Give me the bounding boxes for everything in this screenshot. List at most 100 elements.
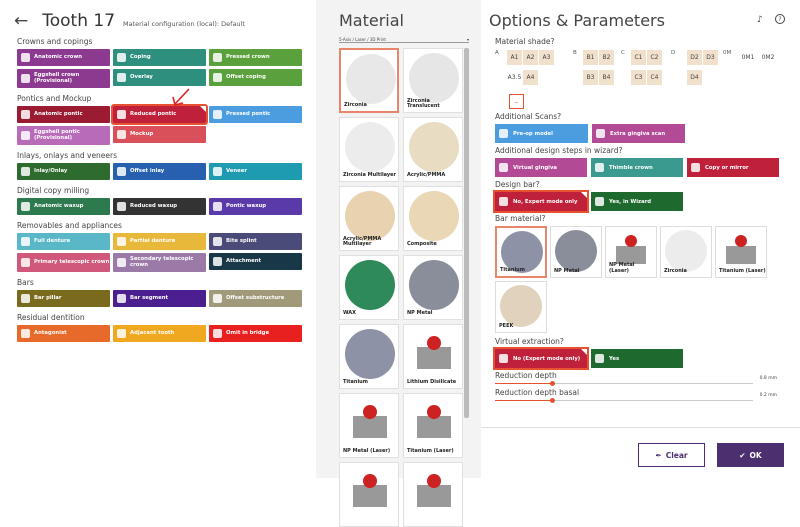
- material-swatch-icon: [345, 398, 395, 448]
- material-tile-zirconia[interactable]: Zirconia: [339, 48, 399, 113]
- indication-pressed-pontic-button[interactable]: Pressed pontic: [209, 106, 302, 123]
- material-swatch-icon: [346, 54, 396, 104]
- shade-b2[interactable]: B2: [599, 50, 614, 65]
- material-label: WAX: [343, 309, 357, 316]
- material-tile-zirconia-multilayer[interactable]: Zirconia Multilayer: [339, 117, 399, 182]
- virtual-gingiva-button[interactable]: Virtual gingiva: [495, 158, 587, 177]
- no-expert-mode-only-button[interactable]: No, Expert mode only: [493, 190, 589, 213]
- shade-c3[interactable]: C3: [631, 70, 646, 85]
- indication-primary-telescopic-crown-button[interactable]: Primary telescopic crown: [17, 253, 110, 272]
- indication-bar-pillar-button[interactable]: Bar pillar: [17, 290, 110, 307]
- indication-label: Antagonist: [34, 329, 67, 336]
- shade-a2[interactable]: A2: [523, 50, 538, 65]
- copy-or-mirror-button[interactable]: Copy or mirror: [687, 158, 779, 177]
- material-tile-more[interactable]: [403, 462, 463, 527]
- ok-button[interactable]: ✔ OK: [717, 443, 784, 467]
- material-tile-lithium-disilicate[interactable]: Lithium Disilicate: [403, 324, 463, 389]
- shade-0m1[interactable]: 0M1: [741, 54, 755, 61]
- shade-b3[interactable]: B3: [583, 70, 598, 85]
- material-panel: Material 5-Axis / Laser / 3D Print ▾ Zir…: [331, 0, 474, 527]
- shade-d2[interactable]: D2: [687, 50, 702, 65]
- no-expert-mode-only-button[interactable]: No (Expert mode only): [493, 347, 589, 370]
- indication-label: Adjacent tooth: [130, 329, 175, 336]
- indication-omit-in-bridge-button[interactable]: Omit in bridge: [209, 325, 302, 342]
- clear-button[interactable]: ✒ Clear: [638, 443, 705, 467]
- shade-b1[interactable]: B1: [583, 50, 598, 65]
- indication-label: Pressed pontic: [226, 110, 271, 117]
- pre-op-model-button[interactable]: Pre-op model: [495, 124, 588, 143]
- help-icon[interactable]: ?: [775, 14, 785, 24]
- indication-veneer-button[interactable]: Veneer: [209, 163, 302, 180]
- page-title: Tooth 17: [42, 11, 116, 31]
- shade-0m2[interactable]: 0M2: [761, 54, 775, 61]
- extra-gingiva-scan-button[interactable]: Extra gingiva scan: [592, 124, 685, 143]
- indication-mockup-button[interactable]: Mockup: [113, 126, 206, 143]
- shade-d3[interactable]: D3: [703, 50, 718, 65]
- indication-anatomic-pontic-button[interactable]: Anatomic pontic: [17, 106, 110, 123]
- material-tile-titanium[interactable]: Titanium: [339, 324, 399, 389]
- material-tile-more[interactable]: [339, 462, 399, 527]
- indication-inlay-onlay-button[interactable]: Inlay/Onlay: [17, 163, 110, 180]
- material-tile-composite[interactable]: Composite: [403, 186, 463, 251]
- indication-coping-button[interactable]: Coping: [113, 49, 206, 66]
- indication-anatomic-crown-button[interactable]: Anatomic crown: [17, 49, 110, 66]
- indication-reduced-waxup-button[interactable]: Reduced waxup: [113, 198, 206, 215]
- material-dropdown[interactable]: 5-Axis / Laser / 3D Print ▾: [339, 36, 469, 43]
- shade-b4[interactable]: B4: [599, 70, 614, 85]
- material-tile-acrylic-pmma-multilayer[interactable]: Acrylic/PMMA Multilayer: [339, 186, 399, 251]
- indication-bite-splint-button[interactable]: Bite splint: [209, 233, 302, 250]
- shade-c1[interactable]: C1: [631, 50, 646, 65]
- shade-a4[interactable]: A4: [523, 70, 538, 85]
- yes-button[interactable]: Yes: [591, 349, 683, 368]
- material-tile-zirconia-translucent[interactable]: Zirconia Translucent: [403, 48, 463, 113]
- bar-tile-np-metal[interactable]: NP Metal: [550, 226, 602, 278]
- shade-a3[interactable]: A3: [539, 50, 554, 65]
- bar-tile-np-metal-laser[interactable]: NP Metal (Laser): [605, 226, 657, 278]
- bar-tile-zirconia[interactable]: Zirconia: [660, 226, 712, 278]
- shade-none-button[interactable]: –: [509, 94, 524, 109]
- indication-bar-segment-button[interactable]: Bar segment: [113, 290, 206, 307]
- indication-secondary-telescopic-crown-button[interactable]: Secondary telescopic crown: [113, 253, 206, 272]
- tooth-icon: [21, 329, 30, 338]
- indication-attachment-button[interactable]: Attachment: [209, 253, 302, 270]
- material-tile-acrylic-pmma[interactable]: Acrylic/PMMA: [403, 117, 463, 182]
- back-arrow-icon[interactable]: ←: [14, 11, 29, 31]
- indication-full-denture-button[interactable]: Full denture: [17, 233, 110, 250]
- indication-antagonist-button[interactable]: Antagonist: [17, 325, 110, 342]
- shade-a3-5[interactable]: A3.5: [507, 74, 522, 81]
- thimble-crown-button[interactable]: Thimble crown: [591, 158, 683, 177]
- indication-reduced-pontic-button[interactable]: Reduced pontic: [111, 104, 208, 125]
- bar-tile-peek[interactable]: PEEK: [495, 281, 547, 333]
- bell-icon[interactable]: ♪: [757, 15, 763, 25]
- slider-thumb[interactable]: [549, 381, 555, 386]
- shade-a1[interactable]: A1: [507, 50, 522, 65]
- material-tile-np-metal-laser[interactable]: NP Metal (Laser): [339, 393, 399, 458]
- shade-c2[interactable]: C2: [647, 50, 662, 65]
- material-tile-wax[interactable]: WAX: [339, 255, 399, 320]
- slider-track: [495, 383, 753, 384]
- indication-pressed-crown-button[interactable]: Pressed crown: [209, 49, 302, 66]
- indication-overlay-button[interactable]: Overlay: [113, 69, 206, 86]
- option-label: Thimble crown: [609, 164, 653, 171]
- indication-adjacent-tooth-button[interactable]: Adjacent tooth: [113, 325, 206, 342]
- material-tile-titanium-laser[interactable]: Titanium (Laser): [403, 393, 463, 458]
- bar-material-swatch-icon: [720, 230, 762, 272]
- indication-pontic-waxup-button[interactable]: Pontic waxup: [209, 198, 302, 215]
- shade-d4[interactable]: D4: [687, 70, 702, 85]
- bar-tile-titanium[interactable]: Titanium: [495, 226, 547, 278]
- material-tile-np-metal[interactable]: NP Metal: [403, 255, 463, 320]
- indication-anatomic-waxup-button[interactable]: Anatomic waxup: [17, 198, 110, 215]
- yes-in-wizard-button[interactable]: Yes, in Wizard: [591, 192, 683, 211]
- section-grid: Antagonist Adjacent tooth Omit in bridge: [17, 325, 316, 342]
- indication-eggshell-pontic-provisional-button[interactable]: Eggshell pontic (Provisional): [17, 126, 110, 145]
- bar-tile-titanium-laser[interactable]: Titanium (Laser): [715, 226, 767, 278]
- shade-c4[interactable]: C4: [647, 70, 662, 85]
- indication-offset-inlay-button[interactable]: Offset inlay: [113, 163, 206, 180]
- slider-thumb[interactable]: [549, 398, 555, 403]
- material-scrollbar[interactable]: [464, 48, 469, 418]
- indication-offset-coping-button[interactable]: Offset coping: [209, 69, 302, 86]
- indication-partial-denture-button[interactable]: Partial denture: [113, 233, 206, 250]
- indication-offset-substructure-button[interactable]: Offset substructure: [209, 290, 302, 307]
- indication-eggshell-crown-provisional-button[interactable]: Eggshell crown (Provisional): [17, 69, 110, 88]
